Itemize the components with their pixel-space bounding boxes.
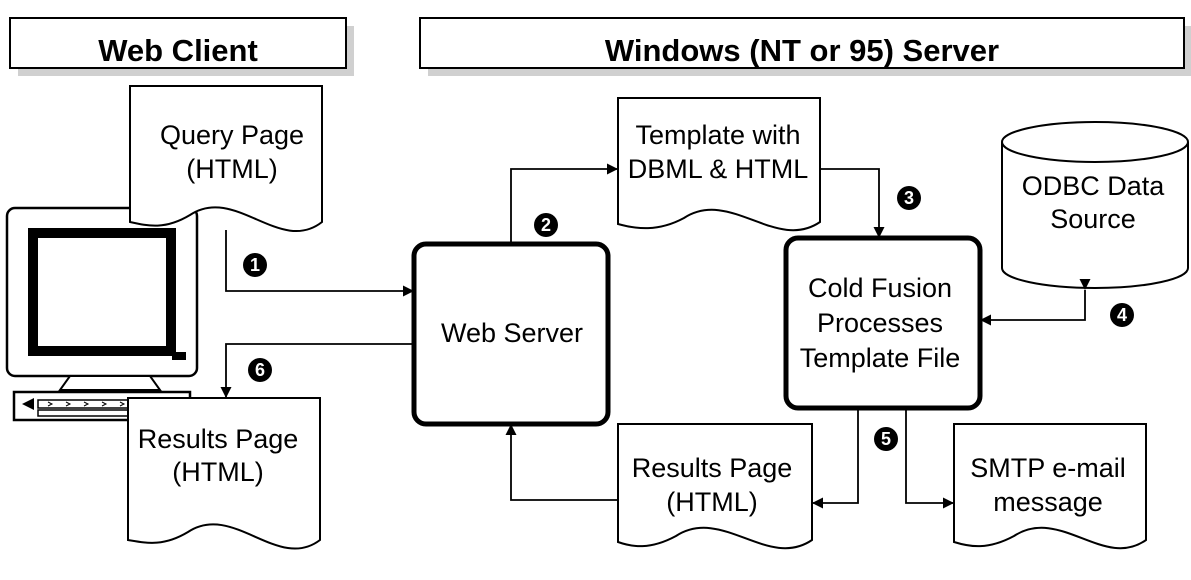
web-server-label: Web Server <box>441 318 583 348</box>
step-badge-3: 3 <box>897 186 921 210</box>
smtp-line-2: message <box>993 487 1103 517</box>
step-badge-5: 5 <box>874 427 898 451</box>
arrow-server-to-client <box>220 343 414 398</box>
cold-fusion-box: Cold Fusion Processes Template File <box>783 235 983 411</box>
header-web-client: Web Client <box>9 17 354 76</box>
arrow-coldfusion-to-smtp <box>905 408 954 509</box>
results-page-server-line-1: Results Page <box>632 453 793 483</box>
query-page-document: Query Page (HTML) <box>129 85 323 233</box>
smtp-line-1: SMTP e-mail <box>970 453 1126 483</box>
web-server-box: Web Server <box>411 241 611 427</box>
step-badge-6: 6 <box>248 358 272 382</box>
header-server-label: Windows (NT or 95) Server <box>605 33 999 68</box>
arrow-server-to-template <box>510 163 618 244</box>
query-page-line-2: (HTML) <box>186 154 277 184</box>
step-badge-1: 1 <box>243 253 267 277</box>
step-number-1: 1 <box>250 255 260 275</box>
header-web-client-label: Web Client <box>98 33 258 68</box>
query-page-line-1: Query Page <box>160 120 304 150</box>
results-page-client-line-2: (HTML) <box>172 457 263 487</box>
arrow-coldfusion-to-results <box>812 408 859 509</box>
results-page-server-document: Results Page (HTML) <box>617 423 813 550</box>
cold-fusion-line-3: Template File <box>800 343 961 373</box>
step-badge-2: 2 <box>534 213 558 237</box>
header-server: Windows (NT or 95) Server <box>419 17 1191 76</box>
arrow-template-to-coldfusion <box>820 168 885 238</box>
odbc-line-1: ODBC Data <box>1022 171 1166 201</box>
step-number-6: 6 <box>255 360 265 380</box>
step-badge-4: 4 <box>1110 303 1134 327</box>
odbc-data-source-cylinder: ODBC Data Source <box>1001 121 1189 289</box>
results-page-client-document: Results Page (HTML) <box>127 397 321 550</box>
template-line-1: Template with <box>635 120 800 150</box>
smtp-document: SMTP e-mail message <box>953 423 1147 550</box>
computer-icon <box>5 206 199 422</box>
results-page-server-line-2: (HTML) <box>666 487 757 517</box>
results-page-client-line-1: Results Page <box>138 424 299 454</box>
arrow-query-to-server <box>225 230 414 297</box>
step-number-3: 3 <box>904 188 914 208</box>
arrow-odbc-coldfusion <box>980 279 1091 326</box>
cold-fusion-line-2: Processes <box>817 308 943 338</box>
step-number-4: 4 <box>1117 305 1127 325</box>
step-number-2: 2 <box>541 215 551 235</box>
cold-fusion-line-1: Cold Fusion <box>808 273 952 303</box>
odbc-line-2: Source <box>1050 204 1136 234</box>
template-document: Template with DBML & HTML <box>617 97 821 232</box>
template-line-2: DBML & HTML <box>628 154 809 184</box>
arrow-results-to-server <box>505 424 618 501</box>
step-number-5: 5 <box>881 429 891 449</box>
